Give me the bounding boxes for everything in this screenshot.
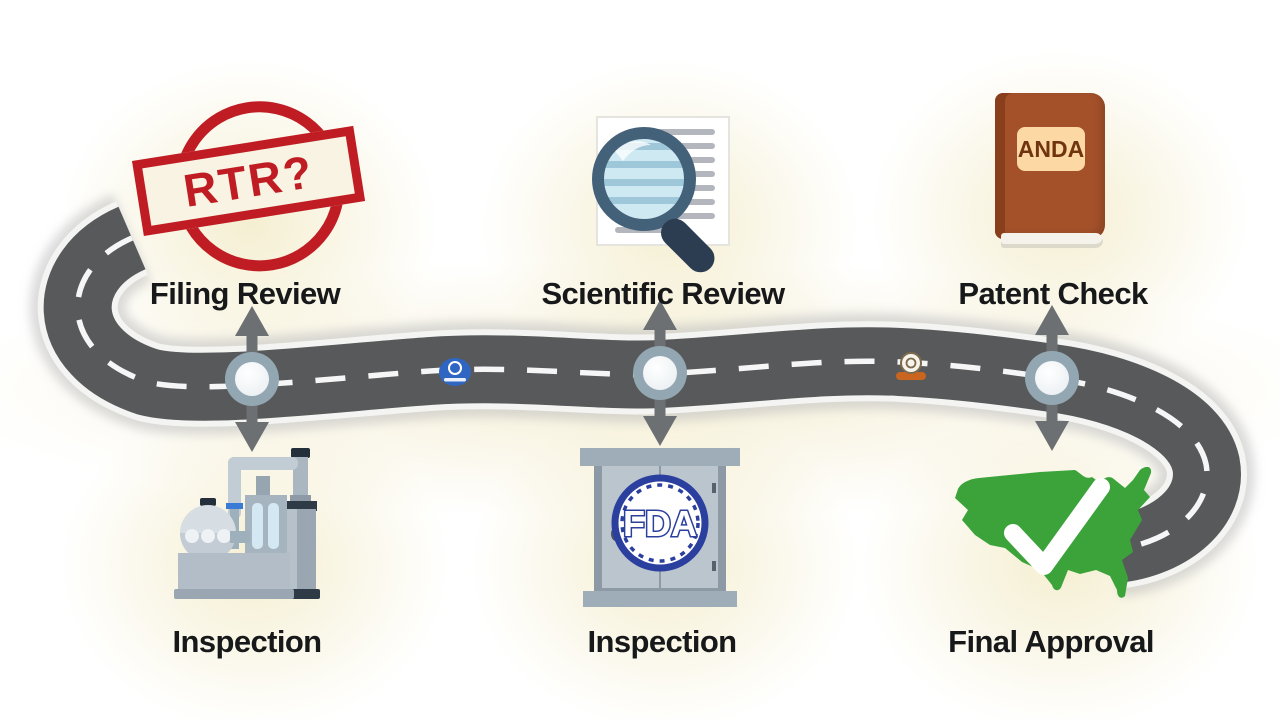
lens-highlight: [615, 141, 651, 161]
magnifier-rim: [592, 127, 696, 231]
fda-seal-text: FDA: [623, 503, 697, 544]
blue-critter-road-badge-icon: [439, 358, 471, 386]
stamp-text: RTR?: [179, 145, 318, 217]
road-node: [1025, 351, 1079, 405]
road-node: [225, 352, 279, 406]
fda-door-icon: FDA: [580, 448, 740, 607]
stage-label-inspection-1: Inspection: [172, 624, 322, 659]
road-node: [633, 346, 687, 400]
book-title-label: ANDA: [1017, 127, 1085, 171]
stage-label-scientific-review: Scientific Review: [541, 276, 785, 311]
factory-icon: [174, 448, 320, 599]
rtr-stamp-icon: RTR?: [131, 80, 366, 284]
stage-label-inspection-2: Inspection: [587, 624, 737, 659]
snail-road-badge-icon: [896, 352, 926, 380]
usa-map-shape: [955, 466, 1152, 598]
magnifier-document-icon: [592, 116, 730, 273]
book-title-text: ANDA: [1017, 135, 1085, 162]
magnifier-handle: [661, 218, 715, 273]
anda-book-icon: ANDA: [995, 93, 1105, 251]
stage-label-filing-review: Filing Review: [149, 276, 341, 311]
checkmark: [1004, 478, 1110, 575]
stage-label-patent-check: Patent Check: [958, 276, 1148, 311]
book-pages: [1001, 233, 1103, 248]
stage-label-final-approval: Final Approval: [948, 624, 1154, 659]
road-centerline: [74, 235, 1210, 552]
usa-map-check-icon: [955, 466, 1152, 598]
